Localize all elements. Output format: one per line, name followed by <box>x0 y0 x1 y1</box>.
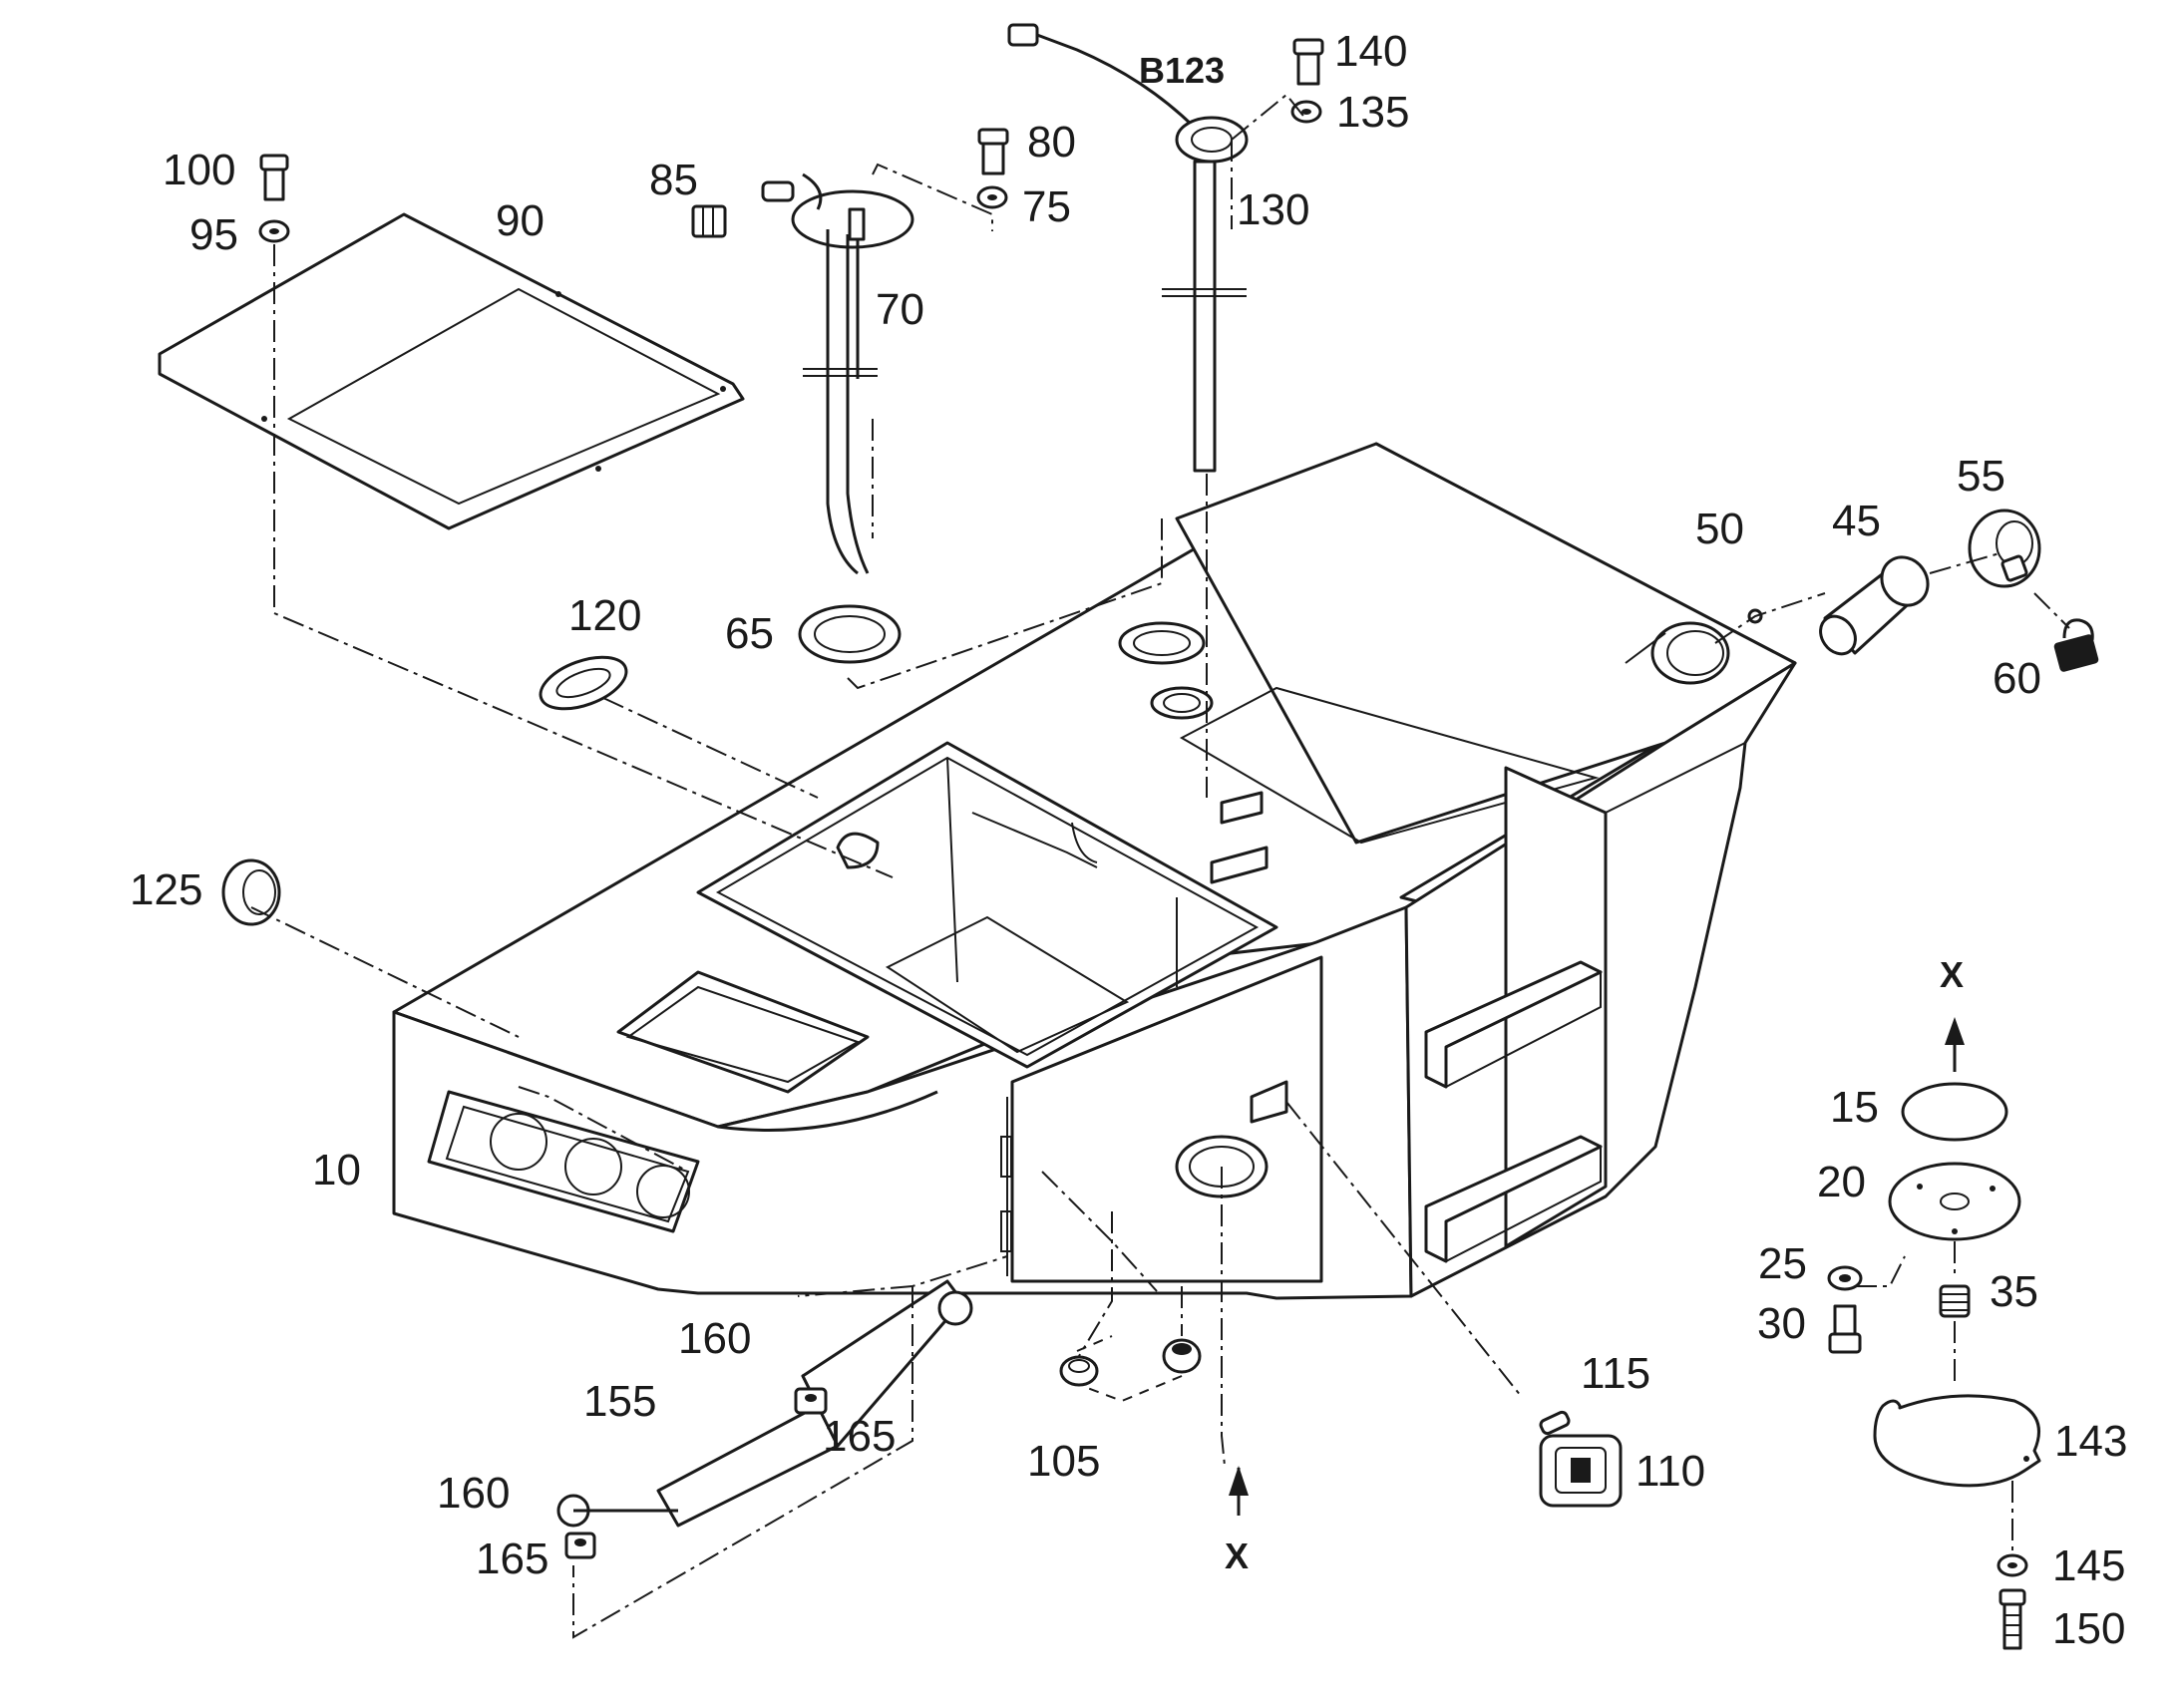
cover-plate <box>158 212 745 530</box>
washer <box>976 185 1008 209</box>
bolt <box>977 128 1009 175</box>
hose-fitting <box>691 204 727 238</box>
callout-25: 25 <box>1758 1239 1807 1288</box>
callout-80: 80 <box>1027 118 1076 167</box>
callout-105: 105 <box>1027 1437 1100 1486</box>
strainer <box>1819 555 1930 656</box>
callout-75: 75 <box>1022 182 1071 231</box>
callout-20: 20 <box>1817 1158 1866 1206</box>
plug <box>221 858 281 926</box>
filler-cap <box>1968 509 2041 588</box>
grommet <box>1059 1355 1099 1387</box>
callout-115: 115 <box>1581 1349 1650 1398</box>
nut <box>794 1387 828 1415</box>
latch-assembly <box>1539 1434 1623 1508</box>
callout-100: 100 <box>163 146 235 194</box>
washer <box>258 219 290 243</box>
callout-60: 60 <box>1993 654 2041 703</box>
callout-95: 95 <box>189 210 238 259</box>
o-ring <box>1901 1082 2008 1142</box>
view-arrow-x-top <box>1945 1017 1965 1072</box>
washer <box>1290 100 1322 124</box>
grommet-oval <box>539 655 628 711</box>
callout-160-upper: 160 <box>678 1314 751 1363</box>
view-arrow-x-bottom <box>1229 1466 1249 1516</box>
view-label-x-bottom: X <box>1225 1536 1249 1576</box>
padlock <box>2053 618 2099 672</box>
callout-50: 50 <box>1695 505 1744 553</box>
callout-85: 85 <box>649 156 698 204</box>
assembly-centerlines <box>250 93 2070 1639</box>
callout-90: 90 <box>496 196 545 245</box>
sender-ports <box>1118 621 1269 884</box>
callout-160-lower: 160 <box>437 1469 510 1518</box>
callout-70: 70 <box>876 285 924 334</box>
callout-140: 140 <box>1334 27 1407 76</box>
step-upper <box>1424 960 1603 1089</box>
washer <box>1827 1265 1863 1291</box>
callout-120: 120 <box>568 591 641 640</box>
gasket <box>798 604 902 664</box>
callout-15: 15 <box>1830 1083 1879 1132</box>
drain-flange <box>1888 1162 2021 1241</box>
bolt <box>1998 1588 2026 1650</box>
bolt <box>259 154 289 201</box>
callout-155: 155 <box>583 1377 656 1426</box>
callout-165-upper: 165 <box>823 1412 896 1461</box>
callout-145: 145 <box>2052 1541 2125 1590</box>
drain-cover <box>1873 1394 2041 1488</box>
callout-30: 30 <box>1757 1299 1806 1348</box>
callout-135: 135 <box>1336 88 1409 137</box>
bolt <box>1292 38 1324 86</box>
callout-130: 130 <box>1237 185 1309 234</box>
nut <box>564 1532 596 1559</box>
bolt <box>1828 1304 1862 1354</box>
grommet <box>1162 1338 1202 1374</box>
latch-screw <box>1539 1410 1571 1436</box>
view-label-x-top: X <box>1940 954 1964 995</box>
filler-neck <box>1625 621 1730 685</box>
callout-45: 45 <box>1832 497 1881 545</box>
drain-plug <box>1939 1284 1971 1318</box>
callout-b123: B123 <box>1139 50 1225 91</box>
callout-10: 10 <box>312 1146 361 1195</box>
step-lower <box>1424 1135 1603 1263</box>
callout-35: 35 <box>1990 1267 2038 1316</box>
callout-125: 125 <box>130 865 202 914</box>
fuel-pickup-tube <box>761 172 914 575</box>
callout-65: 65 <box>725 609 774 658</box>
callout-143: 143 <box>2054 1417 2127 1466</box>
callout-55: 55 <box>1957 452 2005 501</box>
callout-165-lower: 165 <box>476 1535 548 1583</box>
callout-150: 150 <box>2052 1604 2125 1653</box>
level-sender <box>1007 23 1249 473</box>
callout-110: 110 <box>1635 1447 1705 1496</box>
washer <box>1997 1553 2028 1577</box>
small-top-hatch <box>616 970 870 1094</box>
front-vent-openings <box>427 1090 700 1233</box>
